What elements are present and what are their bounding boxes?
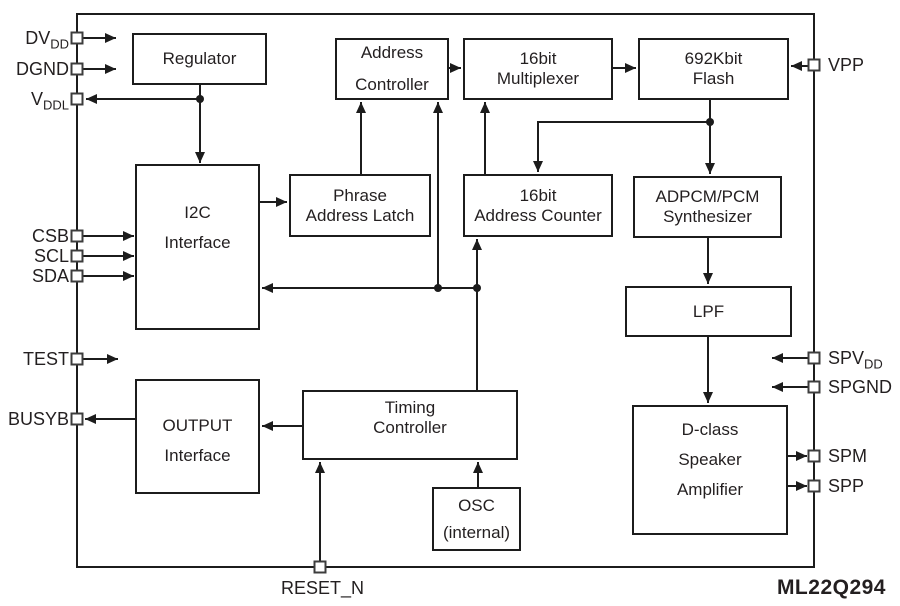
pin-label-spm: SPM [828, 446, 868, 466]
pin-label-spp: SPP [828, 476, 865, 496]
pin-square-test [70, 352, 84, 366]
block-label: Synthesizer [663, 207, 752, 226]
block-label: Address [360, 43, 424, 62]
block-label: OUTPUT [162, 415, 233, 435]
pin-label-test: TEST [22, 349, 69, 369]
pin-square-dvdd [70, 31, 84, 45]
block-i2c-interface: I2C Interface [135, 164, 260, 330]
block-label: Controller [355, 75, 429, 94]
chip-outline [76, 13, 815, 568]
block-label: Address Latch [305, 205, 415, 225]
pin-square-spvdd [807, 351, 821, 365]
pin-label-spvdd: SPVDD [828, 348, 883, 372]
block-label: ADPCM/PCM [655, 187, 760, 206]
block-16bit-multiplexer: 16bit Multiplexer [463, 38, 613, 100]
pin-label-spgnd: SPGND [828, 377, 893, 397]
block-label: Address Counter [474, 205, 602, 225]
pin-square-sda [70, 269, 84, 283]
block-timing-controller: Timing Controller [302, 390, 518, 460]
block-label: D-class [681, 420, 739, 439]
block-lpf: LPF [625, 286, 792, 337]
block-label: Interface [164, 233, 231, 252]
block-label: (internal) [442, 523, 511, 542]
block-label: OSC [458, 496, 495, 515]
block-692kbit-flash: 692Kbit Flash [638, 38, 789, 100]
block-label: 16bit [519, 185, 557, 205]
pin-square-spm [807, 449, 821, 463]
pin-label-scl: SCL [33, 246, 69, 266]
block-16bit-address-counter: 16bit Address Counter [463, 174, 613, 237]
pin-square-scl [70, 249, 84, 263]
block-address-controller: Address Controller [335, 38, 449, 100]
block-label: Phrase [333, 185, 387, 205]
pin-square-spgnd [807, 380, 821, 394]
pin-square-vddl [70, 92, 84, 106]
junction-dot [473, 284, 481, 292]
pin-label-dvdd: DVDD [25, 28, 69, 52]
pin-label-resetn: RESET_N [281, 578, 365, 598]
block-label: Flash [692, 69, 735, 88]
pin-label-csb: CSB [31, 226, 69, 246]
part-number: ML22Q294 [776, 576, 886, 599]
block-label: Interface [164, 445, 231, 465]
pin-square-resetn [313, 560, 327, 574]
block-output-interface: OUTPUT Interface [135, 379, 260, 494]
block-osc-internal: OSC (internal) [432, 487, 521, 551]
block-label: 692Kbit [684, 49, 743, 68]
junction-dot [706, 118, 714, 126]
block-label: Timing [384, 398, 436, 417]
pin-label-vddl: VDDL [30, 89, 69, 113]
junction-dot [196, 95, 204, 103]
pin-square-busyb [70, 412, 84, 426]
block-label: Multiplexer [496, 69, 580, 88]
junction-dot [434, 284, 442, 292]
block-label: I2C [184, 203, 211, 222]
block-adpcm-pcm-synthesizer: ADPCM/PCM Synthesizer [633, 176, 782, 238]
block-label: Speaker [678, 450, 742, 469]
pin-square-vpp [807, 58, 821, 72]
pin-square-csb [70, 229, 84, 243]
block-regulator: Regulator [132, 33, 267, 85]
pin-label-sda: SDA [31, 266, 69, 286]
block-label: LPF [692, 301, 725, 321]
wire-flash-addr-counter [533, 121, 710, 172]
block-label: Controller [373, 418, 447, 437]
block-label: Regulator [162, 49, 237, 68]
block-phrase-address-latch: Phrase Address Latch [289, 174, 431, 237]
pin-square-spp [807, 479, 821, 493]
block-label: 16bit [519, 49, 557, 68]
pin-label-vpp: VPP [828, 55, 865, 75]
block-dclass-speaker-amplifier: D-class Speaker Amplifier [632, 405, 788, 535]
pin-label-dgnd: DGND [16, 59, 69, 79]
pin-label-busyb: BUSYB [7, 409, 69, 429]
block-label: Amplifier [676, 480, 744, 499]
pin-square-dgnd [70, 62, 84, 76]
